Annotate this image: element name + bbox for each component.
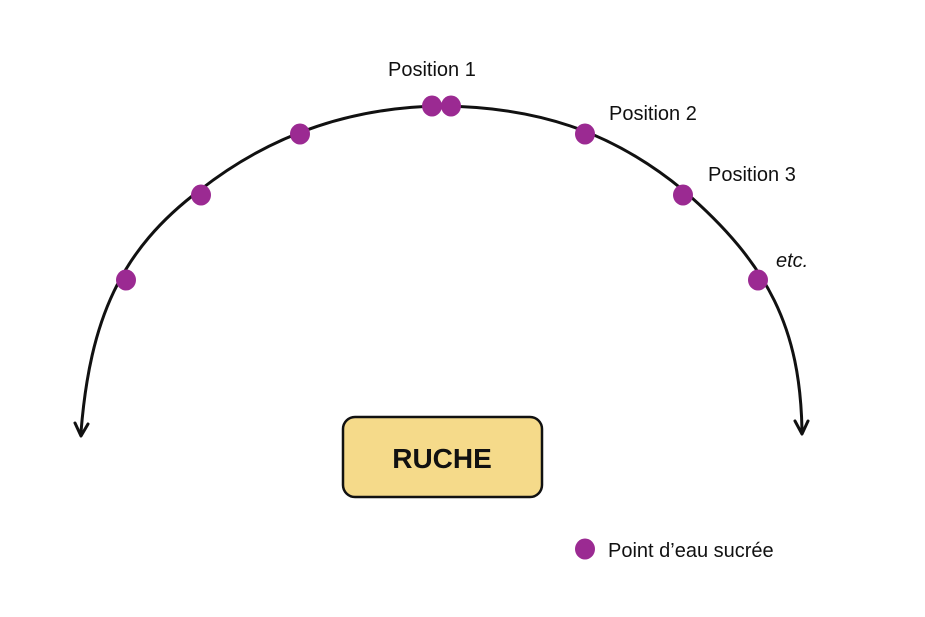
feeder-points: [116, 95, 768, 291]
feeder-point-center-0: [422, 95, 442, 117]
trajectory-arc: [79, 104, 804, 434]
position-label-etc: etc.: [776, 250, 808, 272]
legend: Point d’eau sucrée: [575, 538, 774, 562]
arrowhead-left-icon: [73, 421, 90, 438]
feeder-point-left-2: [191, 184, 211, 206]
arrowhead-right-icon: [793, 419, 810, 436]
legend-feeder-marker-icon: [575, 538, 595, 560]
position-label-3: Position 3: [708, 164, 796, 186]
hive-label: RUCHE: [392, 443, 492, 474]
hive-box: RUCHE: [341, 415, 544, 499]
position-label-1: Position 1: [388, 59, 476, 81]
feeder-point-right-3: [748, 269, 768, 291]
feeder-point-left-1: [290, 123, 310, 145]
feeder-point-right-1: [575, 123, 595, 145]
feeder-point-right-2: [673, 184, 693, 206]
legend-label: Point d’eau sucrée: [608, 540, 774, 562]
feeder-point-center-0: [441, 95, 461, 117]
position-label-2: Position 2: [609, 103, 697, 125]
feeder-point-left-3: [116, 269, 136, 291]
